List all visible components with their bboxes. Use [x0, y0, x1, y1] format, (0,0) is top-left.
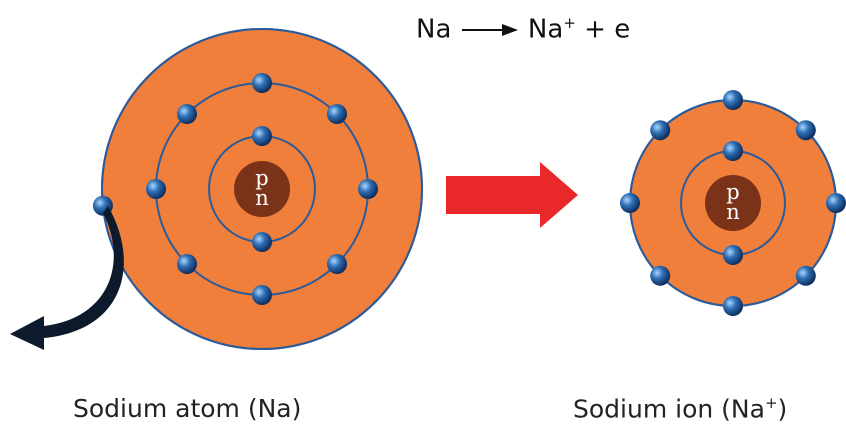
sodium-atom: p n — [92, 28, 423, 350]
ion-electrons — [620, 90, 846, 316]
reaction-arrow-icon — [461, 24, 518, 37]
ion-nucleus — [705, 175, 761, 231]
transition-arrow — [446, 162, 578, 228]
atom-electron — [252, 285, 272, 305]
ion-nucleus-p: p — [726, 180, 739, 204]
ion-electron — [723, 90, 743, 110]
ion-electron — [723, 141, 743, 161]
equation-electron: e — [614, 14, 631, 45]
ion-caption-close: ) — [777, 394, 788, 424]
equation-reactant: Na — [416, 14, 452, 45]
ion-electron — [650, 120, 671, 141]
atom-caption: Sodium atom (Na) — [73, 394, 302, 423]
ion-electron — [723, 245, 743, 265]
atom-electrons — [92, 73, 378, 305]
atom-electron — [327, 254, 347, 274]
ionization-equation: Na Na+ + e — [416, 14, 630, 45]
equation-product: Na — [527, 14, 564, 45]
atom-nucleus-n: n — [255, 186, 269, 210]
ion-electron — [795, 120, 816, 141]
atom-electron — [252, 73, 272, 93]
ion-caption: Sodium ion (Na+) — [573, 394, 787, 423]
atom-outer-shell — [101, 28, 423, 350]
ion-electron — [795, 265, 816, 286]
ion-electron — [723, 296, 743, 316]
atom-nucleus — [234, 161, 290, 217]
atom-electron — [252, 126, 272, 146]
atom-electron — [358, 179, 378, 199]
atom-electron — [146, 179, 166, 199]
atom-electron — [327, 104, 347, 124]
sodium-ion: p n — [620, 90, 846, 316]
atom-electron — [177, 104, 197, 124]
atom-nucleus-p: p — [255, 166, 268, 190]
ion-caption-charge: + — [764, 394, 778, 412]
ion-caption-text: Sodium ion (Na — [573, 394, 765, 424]
equation-plus: + — [584, 14, 606, 45]
ion-electron — [826, 193, 846, 213]
ion-nucleus-n: n — [726, 200, 740, 224]
ion-electron — [620, 193, 640, 213]
ejected-electron-arrow — [10, 206, 124, 350]
atom-electron — [177, 254, 197, 274]
equation-product-charge: + — [563, 14, 576, 32]
ion-electron — [650, 265, 671, 286]
atom-electron — [252, 232, 272, 252]
